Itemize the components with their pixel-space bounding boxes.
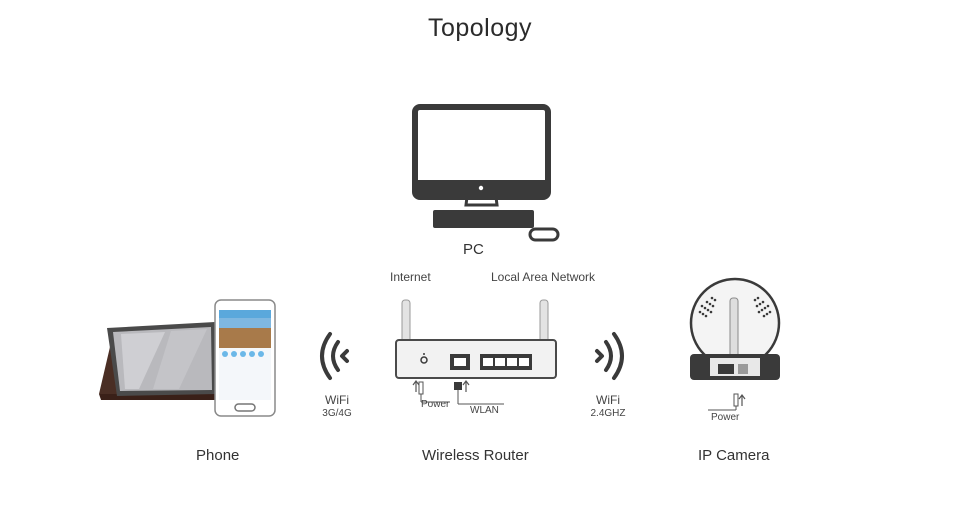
router-icon [395,299,557,405]
page-title: Topology [427,14,533,42]
internet-label: Internet [390,270,431,284]
camera-label: IP Camera [698,447,770,464]
wifi-left-icon [320,332,349,380]
camera-power-label: Power [711,412,740,423]
wifi-left-sublabel: 3G/4G [322,408,352,419]
wifi-right-sublabel: 2.4GHZ [590,408,626,419]
router-power-label: Power [421,399,450,410]
ip-camera-icon [689,277,781,411]
pc-label: PC [463,241,484,258]
tablet-phone-icon [99,299,276,417]
router-wlan-label: WLAN [470,405,499,416]
wifi-left-label: WiFi [325,393,349,407]
phone-label: Phone [196,447,240,464]
router-label: Wireless Router [422,447,529,464]
lan-label: Local Area Network [491,270,596,284]
wifi-right-label: WiFi [596,393,620,407]
pc-icon [412,104,560,242]
wifi-right-icon [595,332,624,380]
